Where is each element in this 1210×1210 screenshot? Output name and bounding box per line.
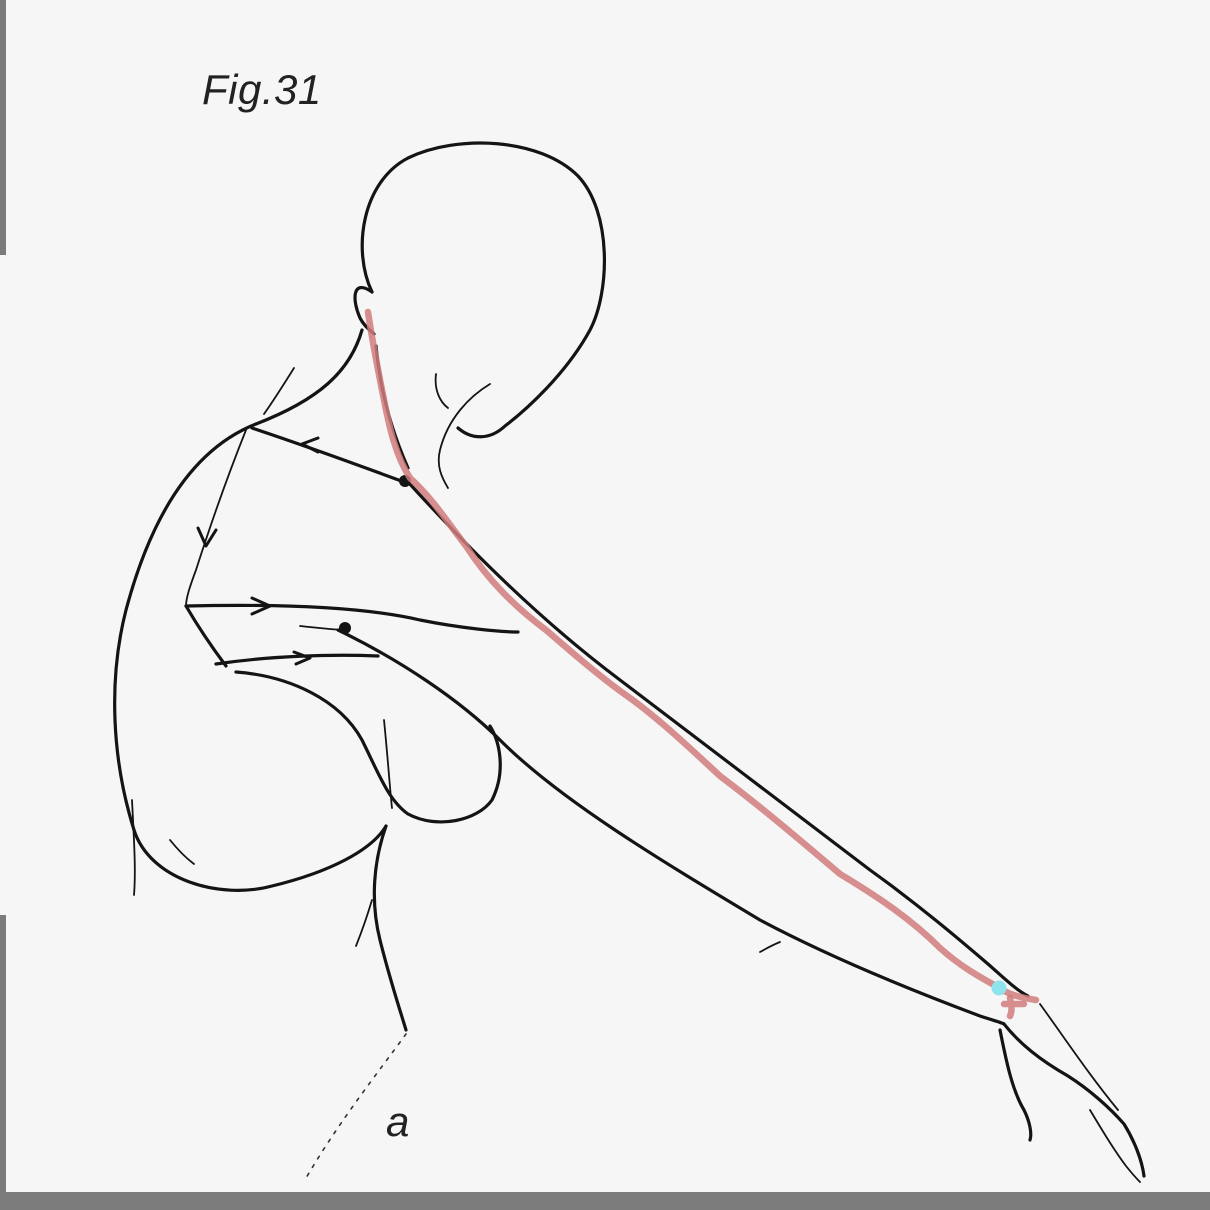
breast-outline (234, 670, 502, 824)
neck-back (254, 328, 364, 426)
breast-underline (383, 719, 393, 809)
upper-chest-line (184, 603, 520, 634)
jaw-line (437, 383, 491, 489)
arm-lower-contour (336, 628, 1006, 1026)
chest-dot (339, 622, 351, 634)
trapezius-line (250, 426, 406, 484)
neck-front (374, 344, 410, 470)
head-outline (360, 141, 606, 439)
arrow-trapezius (300, 436, 320, 454)
left-border-top (0, 0, 6, 255)
highlight-line-tail (1000, 994, 1028, 1020)
finger-line (1089, 1109, 1141, 1183)
figure-caption: a (386, 1098, 410, 1145)
highlight-line (364, 308, 1040, 1004)
lower-chest-line (214, 653, 380, 666)
bottom-border (0, 1192, 1210, 1210)
hand-lower-contour (998, 1028, 1033, 1142)
arrow-upper-chest (250, 596, 272, 616)
forearm-stroke (759, 941, 781, 953)
back-inner-line (185, 429, 247, 607)
torso-front (372, 824, 408, 1032)
wrist-marker (991, 980, 1007, 996)
back-outline (113, 422, 388, 892)
arrow-back-vertical (196, 526, 218, 548)
chin-stroke (434, 373, 449, 409)
back-hatch (169, 839, 195, 865)
left-border-bottom (0, 915, 6, 1210)
arm-upper-contour (406, 480, 1030, 998)
arrow-lower-chest (292, 650, 312, 666)
torso-stroke (355, 899, 373, 947)
hip-dashed-line (305, 1033, 407, 1179)
back-contour-stroke (131, 799, 136, 896)
neck-stroke (263, 367, 295, 415)
hand-outline (1002, 1022, 1146, 1178)
figure-title: Fig.31 (202, 66, 322, 113)
wrist-top-line (1039, 1003, 1119, 1111)
scapula-edge (184, 604, 228, 668)
